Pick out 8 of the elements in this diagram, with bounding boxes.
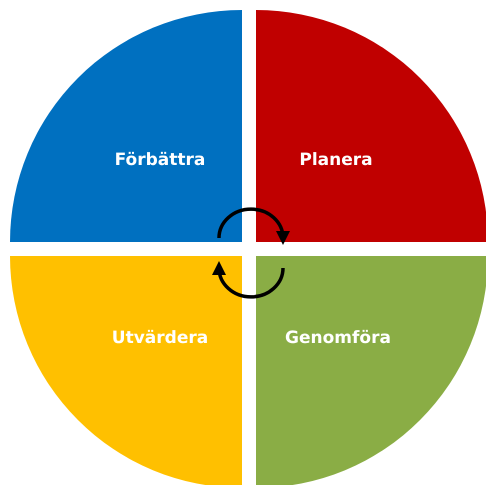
quadrant-segment xyxy=(256,256,486,485)
quadrant-segment xyxy=(256,10,486,242)
segment-label: Genomföra xyxy=(285,328,391,348)
quadrant-segment xyxy=(10,256,242,485)
segment-label: Förbättra xyxy=(114,150,206,170)
segment-label: Utvärdera xyxy=(112,328,208,348)
quadrant-segment xyxy=(10,10,242,242)
segment-label: Planera xyxy=(299,150,373,170)
